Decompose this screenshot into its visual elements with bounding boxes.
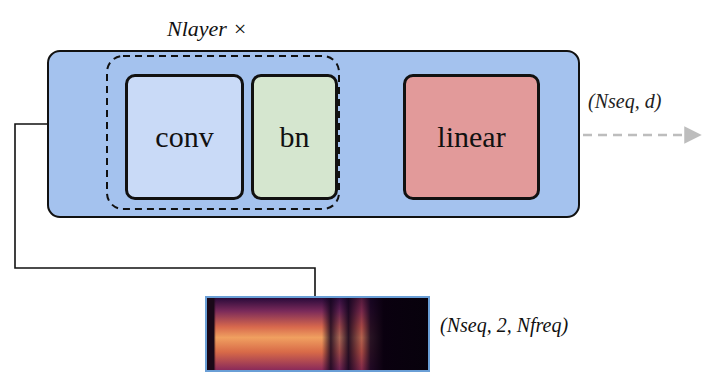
- block-name: linear: [406, 120, 537, 154]
- output-arrow: [583, 134, 700, 137]
- linear-box: linear: [403, 74, 540, 200]
- layer-block: convbnlinearNlayer ×: [47, 50, 580, 218]
- conv-box: conv: [125, 74, 244, 200]
- bn-box: bn: [251, 74, 338, 200]
- spectrogram-image: (Nseq, 2, Nfreq): [205, 296, 430, 372]
- layer-count-label: Nlayer ×: [167, 16, 247, 42]
- block-name: bn: [254, 120, 335, 154]
- shape-label: (Nseq, 2, Nfreq): [440, 314, 568, 337]
- output-shape-label: (Nseq, d): [588, 90, 661, 113]
- block-name: conv: [128, 120, 241, 154]
